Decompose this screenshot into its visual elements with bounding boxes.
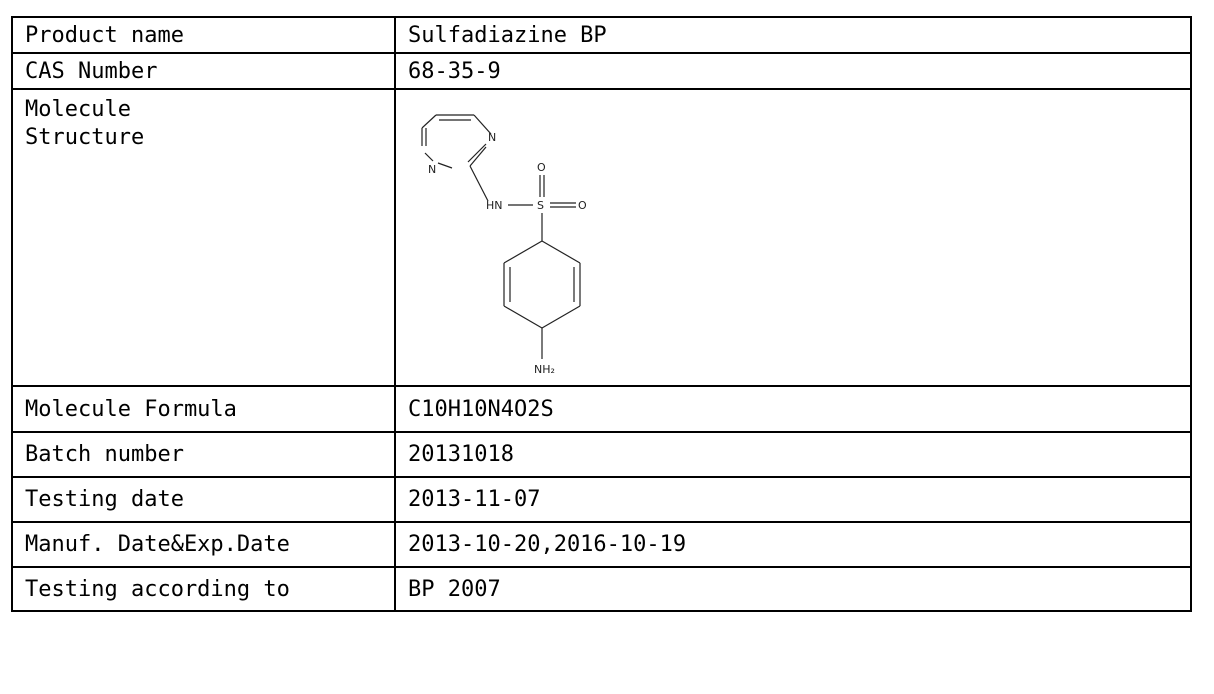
row-value-testing-date: 2013-11-07 [394,476,1192,523]
row-value-manuf-exp-date: 2013-10-20,2016-10-19 [394,521,1192,568]
label-line-structure: Structure [25,125,145,150]
row-label-batch-number: Batch number [11,431,396,478]
table-row: Product name Sulfadiazine BP [11,16,1192,54]
row-label-product-name: Product name [11,16,396,54]
atom-label-hn: HN [486,199,503,212]
table-row: Testing date 2013-11-07 [11,476,1192,523]
molecule-structure-image: N N O HN S O NH₂ [408,91,608,384]
row-value-product-name: Sulfadiazine BP [394,16,1192,54]
row-label-testing-according-to: Testing according to [11,566,396,612]
row-value-batch-number: 20131018 [394,431,1192,478]
table-row: Molecule Formula C10H10N4O2S [11,385,1192,433]
row-label-molecule-formula: Molecule Formula [11,385,396,433]
atom-label-o-top: O [537,161,546,174]
row-label-testing-date: Testing date [11,476,396,523]
row-value-molecule-formula: C10H10N4O2S [394,385,1192,433]
table-row: Testing according to BP 2007 [11,566,1192,612]
row-label-cas-number: CAS Number [11,52,396,90]
label-line-molecule: Molecule [25,97,131,122]
atom-label-o-right: O [578,199,587,212]
table-row: Batch number 20131018 [11,431,1192,478]
row-label-molecule-structure: Molecule Structure [11,88,396,387]
atom-label-n2: N [428,163,436,176]
table-row: Manuf. Date&Exp.Date 2013-10-20,2016-10-… [11,521,1192,568]
row-label-manuf-exp-date: Manuf. Date&Exp.Date [11,521,396,568]
atom-label-n1: N [488,131,496,144]
header-fragment [860,0,1180,6]
molecule-structure-cell: N N O HN S O NH₂ [394,88,1192,387]
atom-label-s: S [537,199,544,212]
table-row: CAS Number 68-35-9 [11,52,1192,90]
row-value-cas-number: 68-35-9 [394,52,1192,90]
product-spec-table: Product name Sulfadiazine BP CAS Number … [11,16,1192,612]
atom-label-nh2: NH₂ [534,363,555,376]
table-row: Molecule Structure [11,88,1192,387]
row-value-testing-according-to: BP 2007 [394,566,1192,612]
